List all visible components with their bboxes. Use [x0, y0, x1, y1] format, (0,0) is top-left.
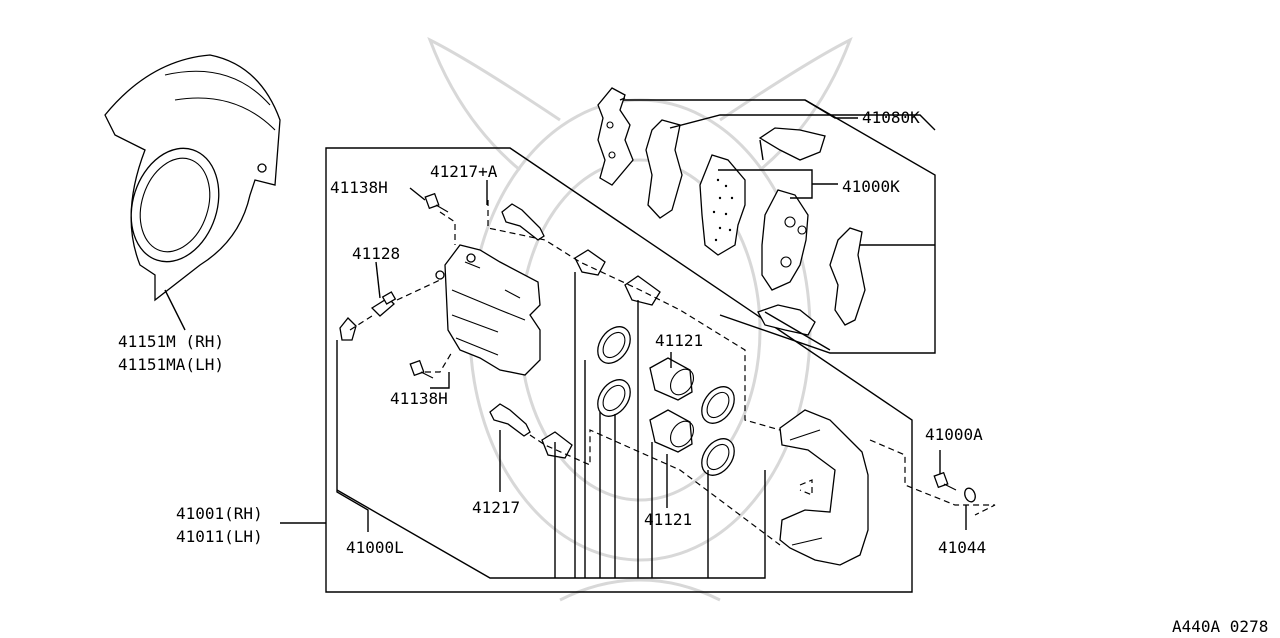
label-41151m: 41151M (RH) — [118, 332, 224, 351]
label-41121-top: 41121 — [655, 331, 703, 350]
brake-pad-right — [761, 189, 809, 291]
bleeder-cap — [339, 317, 357, 341]
pad-clip-top — [758, 127, 826, 161]
bolt-top — [424, 192, 449, 213]
caliper-bracket — [779, 409, 869, 566]
label-41128: 41128 — [352, 244, 400, 263]
label-41151ma: 41151MA(LH) — [118, 355, 224, 374]
label-41121-bottom: 41121 — [644, 510, 692, 529]
label-41044: 41044 — [938, 538, 986, 557]
piston-bottom — [649, 409, 695, 453]
piston-seal-bottom — [597, 379, 631, 417]
label-41217: 41217 — [472, 498, 520, 517]
pad-kit-frame — [620, 99, 936, 354]
piston-seal-top — [597, 326, 631, 364]
bracket-bolt — [933, 471, 957, 491]
label-41000a: 41000A — [925, 425, 983, 444]
pad-clip-bottom — [757, 304, 816, 336]
assembly-frame — [325, 147, 913, 593]
piston-boot-bottom — [701, 438, 735, 476]
washer — [964, 487, 976, 503]
pad-shim-inner — [645, 119, 683, 219]
pin-boot-bottom — [541, 431, 573, 459]
label-41011: 41011(LH) — [176, 527, 263, 546]
label-41138h-bottom: 41138H — [390, 389, 448, 408]
guide-pin-bottom — [489, 403, 531, 437]
label-41217-a: 41217+A — [430, 162, 498, 181]
caliper-body — [435, 244, 541, 376]
label-41080k: 41080K — [862, 108, 920, 127]
bolt-bottom — [409, 359, 434, 379]
dust-shield-part — [104, 54, 281, 302]
pin-boot-top — [574, 249, 606, 276]
piston-top — [649, 357, 695, 401]
diagram-code: A440A 0278 — [1172, 617, 1268, 636]
leader-lines — [280, 97, 967, 579]
pad-shim-right — [829, 227, 866, 326]
label-41000l: 41000L — [346, 538, 404, 557]
pad-shim-outer — [597, 87, 634, 186]
pin-boot-middle — [624, 275, 661, 306]
label-41001: 41001(RH) — [176, 504, 263, 523]
piston-boot-top — [701, 386, 735, 424]
label-41138h-top: 41138H — [330, 178, 388, 197]
label-41000k: 41000K — [842, 177, 900, 196]
brake-pad-left — [699, 154, 746, 256]
bleeder-screw — [370, 291, 397, 317]
guide-pin-top — [501, 203, 545, 241]
